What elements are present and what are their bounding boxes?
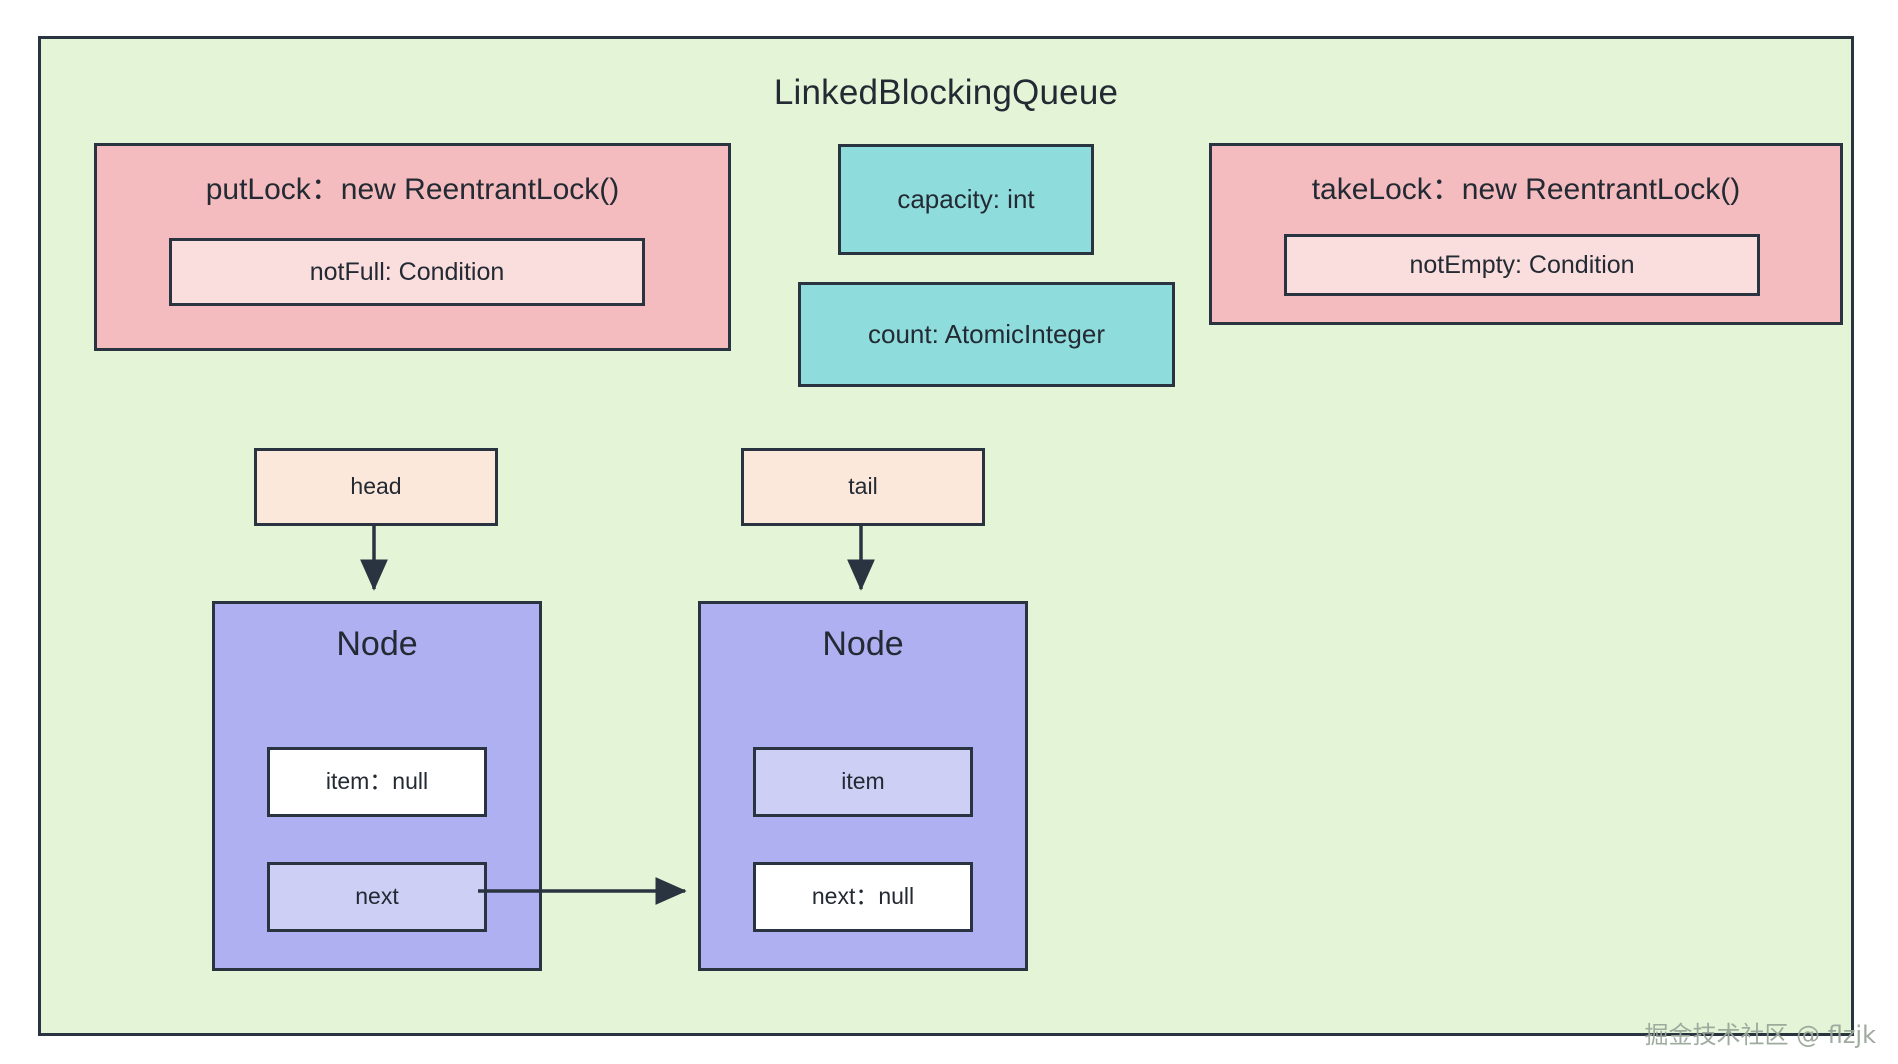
node-1-item-field: item：null (267, 747, 487, 817)
capacity-field-box: capacity: int (838, 144, 1094, 255)
put-lock-box: putLock：new ReentrantLock() notFull: Con… (94, 143, 731, 351)
not-full-condition-box: notFull: Condition (169, 238, 645, 306)
head-pointer-box: head (254, 448, 498, 526)
node-1-next-field: next (267, 862, 487, 932)
take-lock-box: takeLock：new ReentrantLock() notEmpty: C… (1209, 143, 1843, 325)
page-title: LinkedBlockingQueue (773, 73, 1119, 112)
linked-blocking-queue-container: LinkedBlockingQueue putLock：new Reentran… (38, 36, 1854, 1036)
take-lock-label: takeLock：new ReentrantLock() (1311, 173, 1741, 206)
not-empty-condition-box: notEmpty: Condition (1284, 234, 1760, 296)
node-2-box: Node item next：null (698, 601, 1028, 971)
count-field-box: count: AtomicInteger (798, 282, 1175, 387)
node-2-title: Node (822, 625, 904, 663)
node-2-item-field: item (753, 747, 973, 817)
tail-pointer-box: tail (741, 448, 985, 526)
put-lock-label: putLock：new ReentrantLock() (205, 173, 620, 206)
node-1-box: Node item：null next (212, 601, 542, 971)
watermark: 掘金技术社区 @ flzjk (1644, 1021, 1876, 1049)
node-2-next-field: next：null (753, 862, 973, 932)
node-1-title: Node (336, 625, 418, 663)
